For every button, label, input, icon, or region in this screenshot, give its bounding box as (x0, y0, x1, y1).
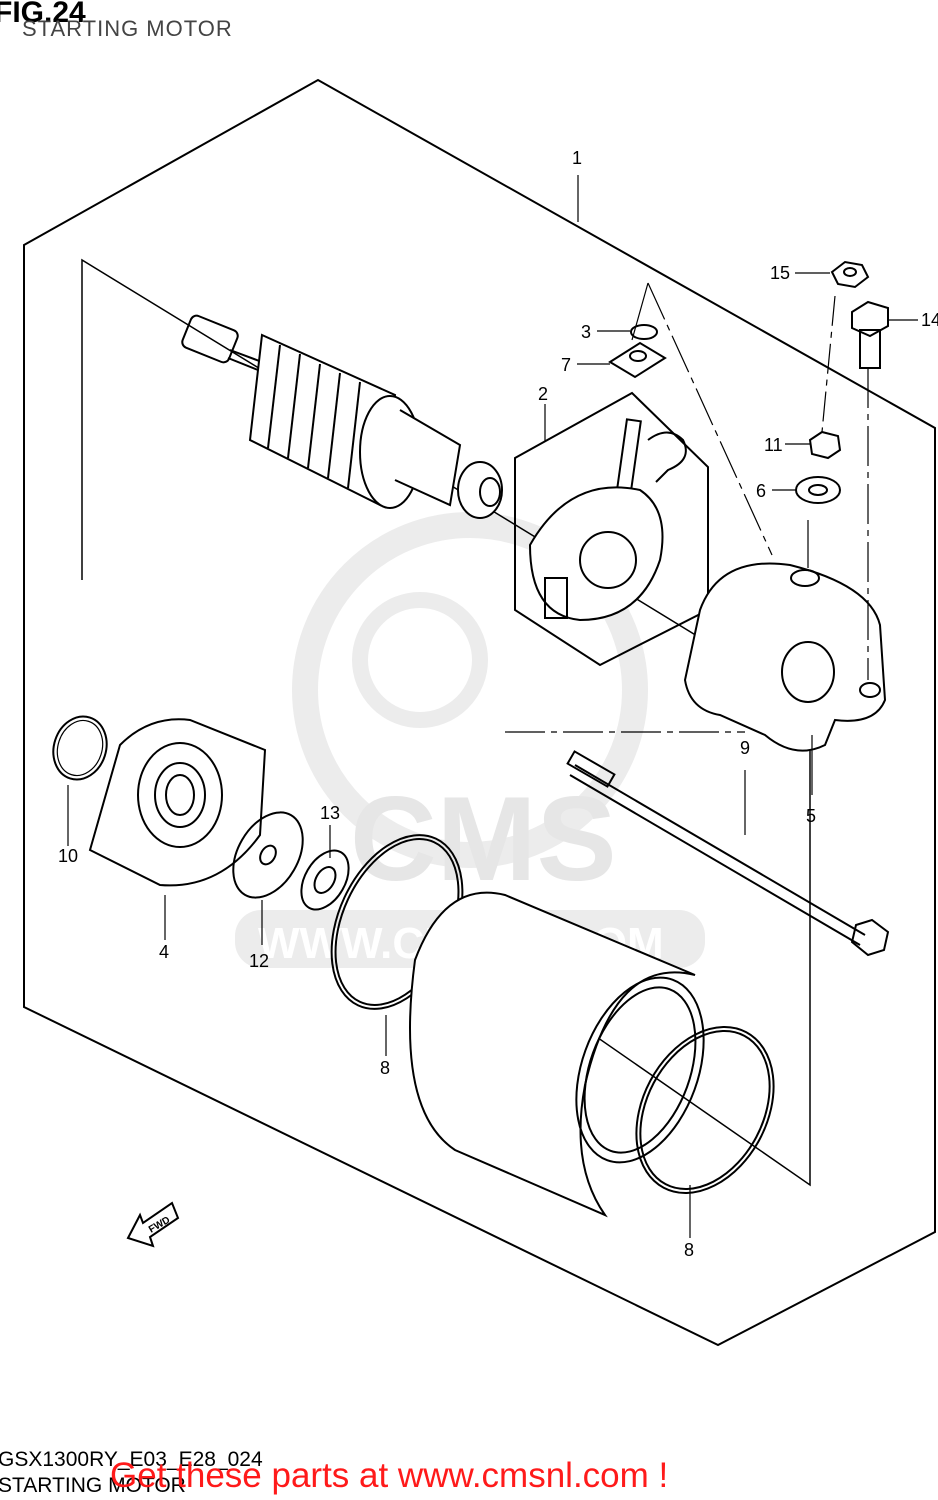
callout-8-rear: 8 (684, 1240, 694, 1260)
yoke-housing (409, 891, 705, 1218)
o-ring-10 (52, 715, 108, 781)
callout-8-front: 8 (380, 1058, 390, 1078)
through-bolt-9 (566, 750, 890, 957)
callout-15: 15 (770, 263, 790, 283)
o-ring-8-rear (635, 1026, 775, 1194)
callout-6: 6 (756, 481, 766, 501)
callout-13: 13 (320, 803, 340, 823)
callout-14: 14 (921, 310, 938, 330)
callout-1: 1 (572, 148, 582, 168)
washer-13 (300, 849, 350, 911)
nut-15 (830, 260, 870, 289)
nut-11 (808, 430, 842, 460)
callout-12: 12 (249, 951, 269, 971)
watermark-logo: CMS (350, 772, 617, 906)
assembly-frame (23, 78, 936, 1347)
footer-section-title: STARTING MOTOR (0, 1474, 186, 1497)
washer-3 (630, 324, 658, 340)
figure-title: STARTING MOTOR (22, 16, 233, 41)
callout-2: 2 (538, 384, 548, 404)
callout-7: 7 (561, 355, 571, 375)
armature (181, 314, 503, 519)
bolt-14 (851, 300, 889, 369)
figure-number: FIG.24 (0, 0, 86, 29)
callout-9: 9 (740, 738, 750, 758)
front-housing (88, 718, 267, 887)
callout-10: 10 (58, 846, 78, 866)
callout-labels: 1 2 3 4 5 6 7 8 8 9 10 11 12 13 14 15 (58, 148, 938, 1260)
leader-lines (67, 175, 918, 1238)
brush-holder (514, 391, 709, 667)
rear-housing (683, 562, 887, 752)
callout-5: 5 (806, 806, 816, 826)
washer-12 (232, 811, 304, 899)
fwd-arrow: FWD (126, 1201, 180, 1248)
callout-4: 4 (159, 942, 169, 962)
seal-6 (795, 476, 841, 504)
plate-7 (608, 341, 667, 379)
promo-link[interactable]: Get these parts at www.cmsnl.com ! (110, 1456, 669, 1495)
callout-11: 11 (764, 435, 783, 455)
callout-3: 3 (581, 322, 591, 342)
model-code: GSX1300RY_E03_E28_024 (0, 1448, 263, 1471)
